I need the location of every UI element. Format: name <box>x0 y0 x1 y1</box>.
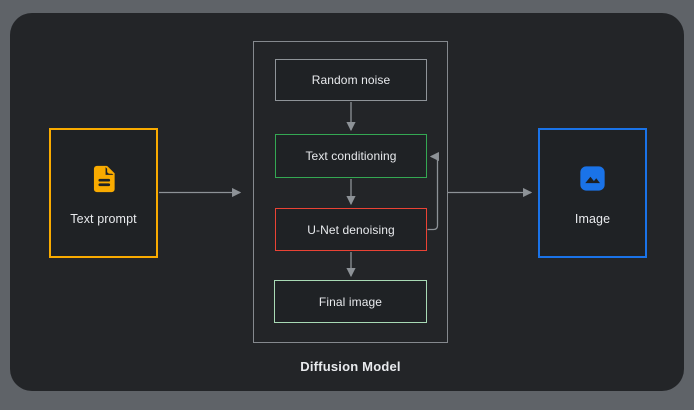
document-icon <box>86 161 122 197</box>
diffusion-model-group-box <box>253 41 448 343</box>
node-text-conditioning: Text conditioning <box>275 134 427 178</box>
node-unet-denoising: U-Net denoising <box>275 208 427 251</box>
node-text-prompt: Text prompt <box>49 128 158 258</box>
node-text-prompt-label: Text prompt <box>70 211 137 226</box>
node-random-noise: Random noise <box>275 59 427 101</box>
image-icon <box>575 161 611 197</box>
node-image-label: Image <box>574 211 611 226</box>
node-unet-denoising-label: U-Net denoising <box>307 222 395 237</box>
node-random-noise-label: Random noise <box>311 73 391 87</box>
node-image: Image <box>538 128 647 258</box>
node-final-image: Final image <box>274 280 427 323</box>
diffusion-model-label: Diffusion Model <box>300 359 401 374</box>
node-text-conditioning-label: Text conditioning <box>305 149 397 163</box>
node-final-image-label: Final image <box>318 294 383 309</box>
